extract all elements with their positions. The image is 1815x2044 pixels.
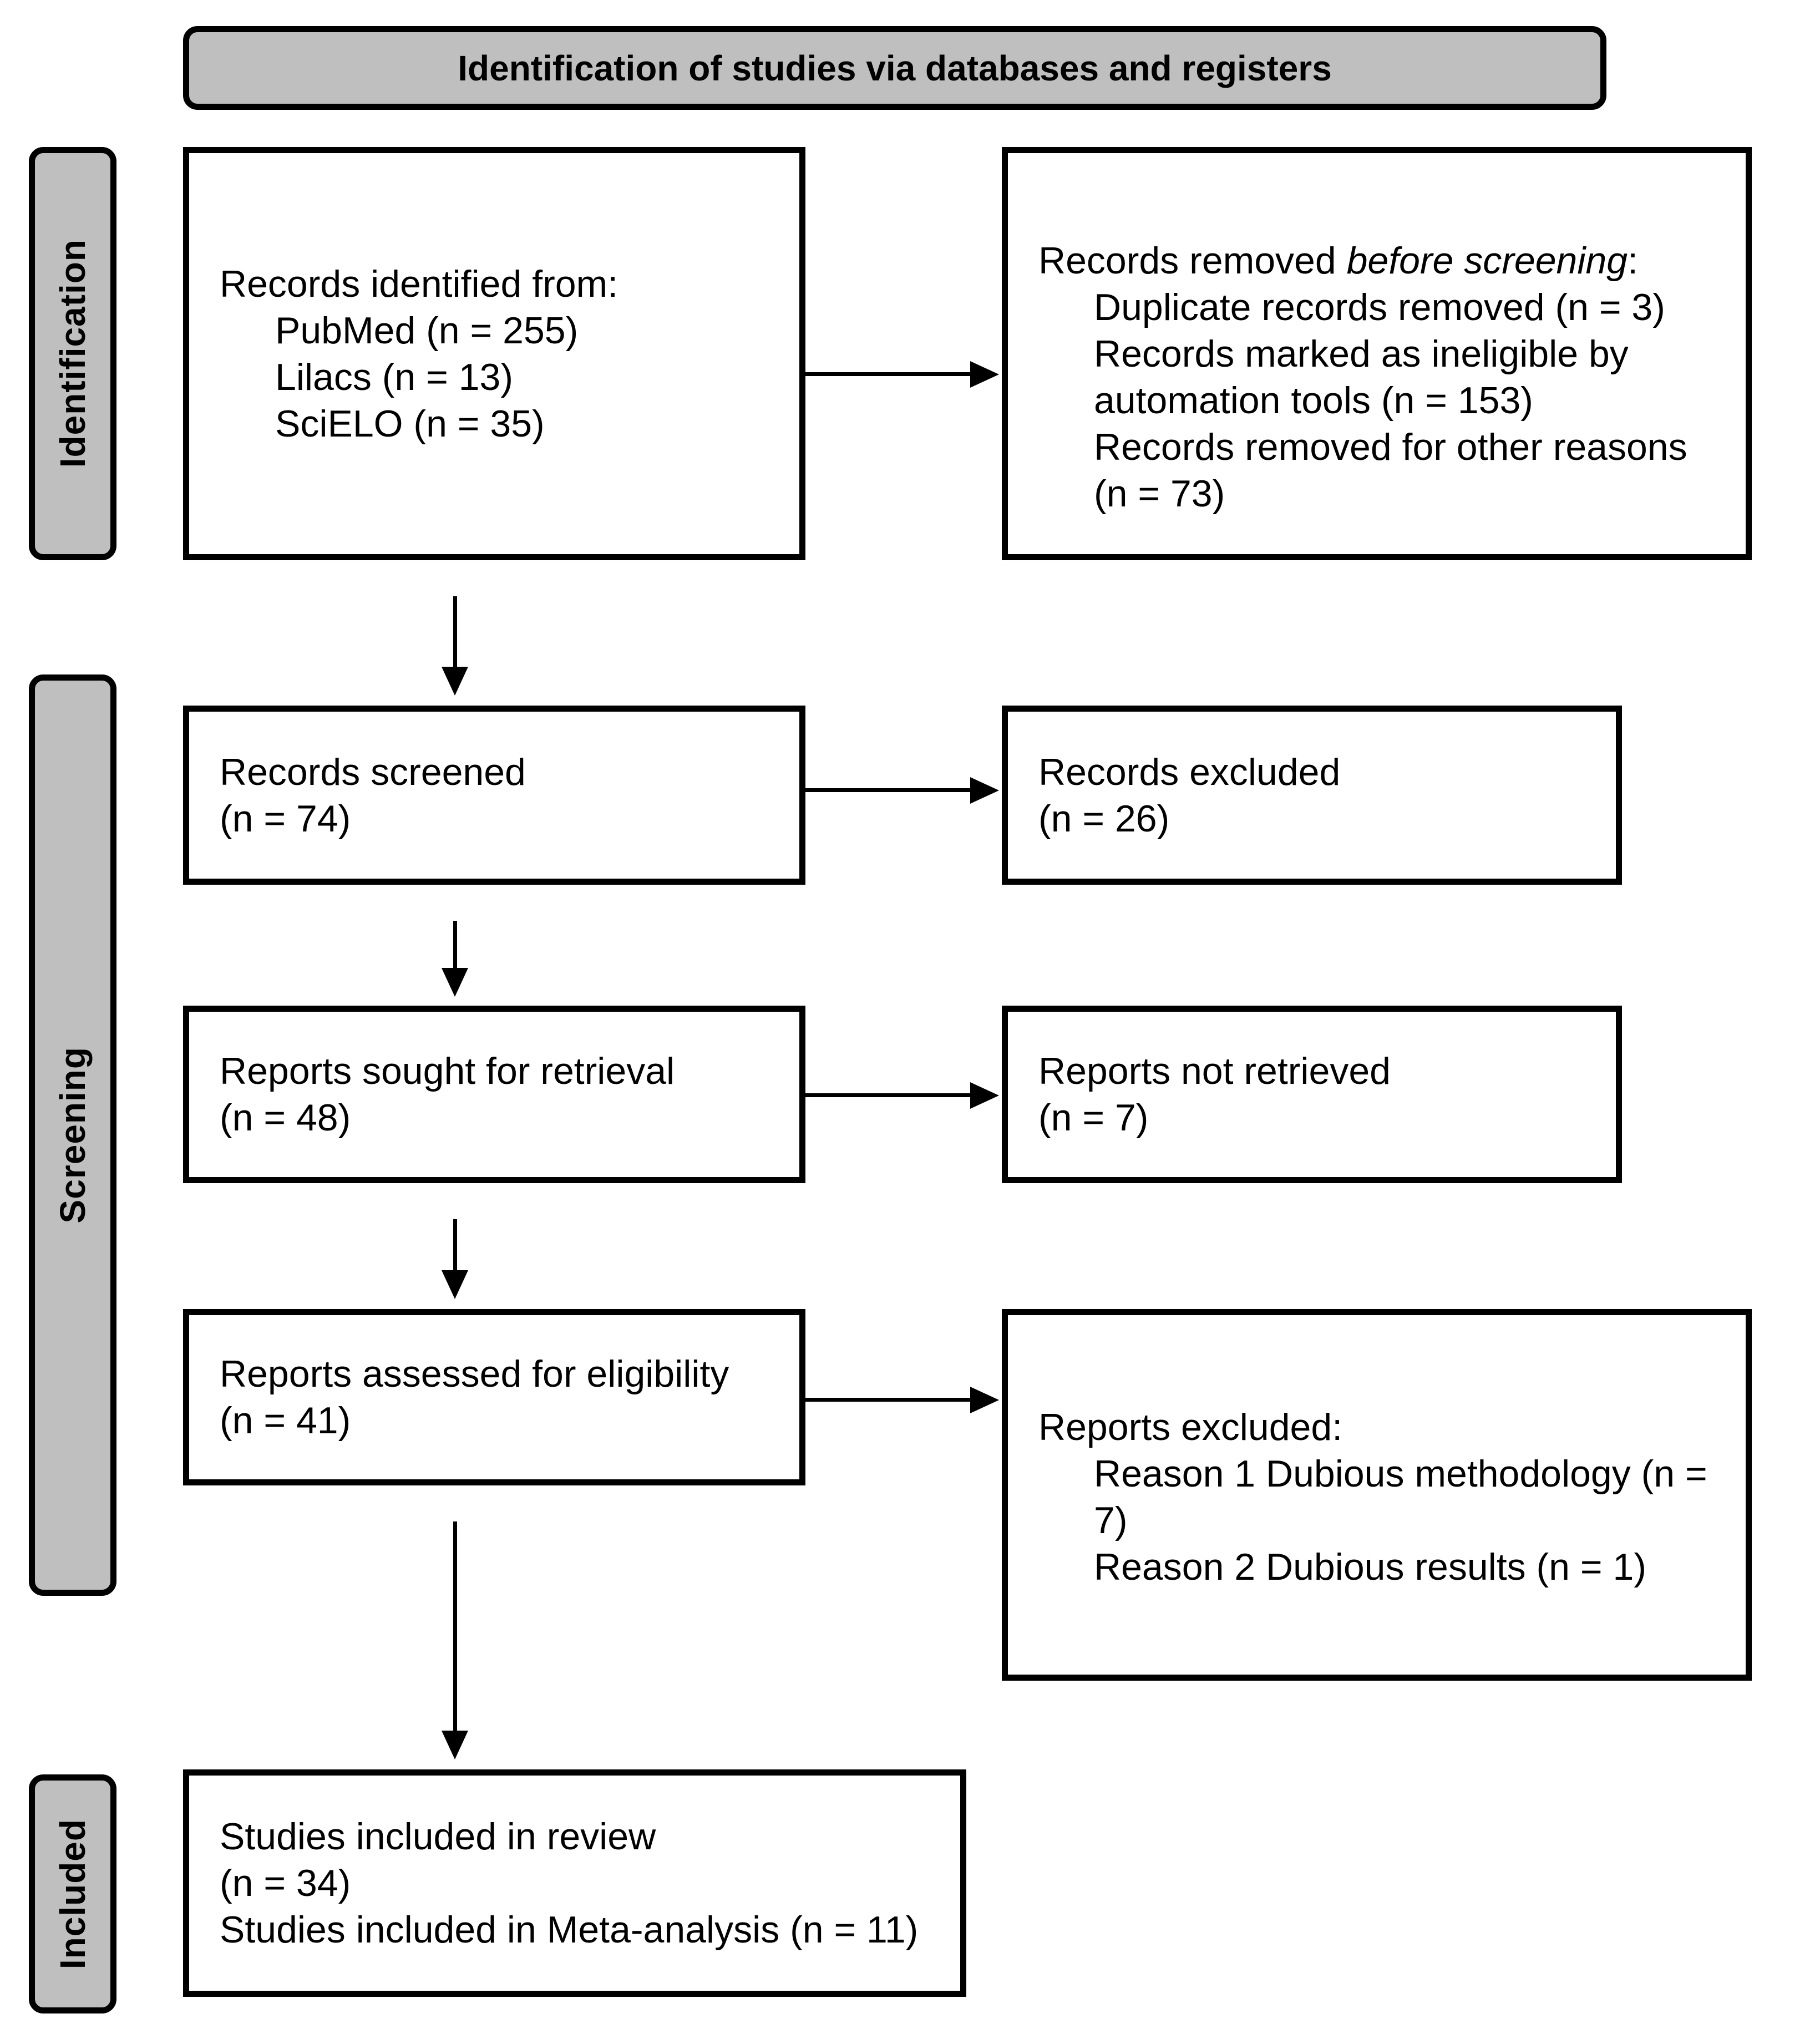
flow-box-records-excluded: Records excluded (n = 26) [1002,706,1622,885]
flow-box-reports-sought: Reports sought for retrieval (n = 48) [183,1006,805,1183]
flow-box-records-identified: Records identified from: PubMed (n = 255… [183,147,805,560]
sidebar-band-included-label: Included [53,1818,93,1970]
arrow-line [453,1521,457,1731]
sidebar-band-identification: Identification [29,147,116,560]
reports-not-retrieved-line2: (n = 7) [1038,1097,1149,1139]
records-removed-item-automation: Records marked as ineligible by automati… [1094,332,1629,422]
records-removed-item-other: Records removed for other reasons (n = 7… [1094,425,1687,515]
arrow-line [805,1398,970,1402]
records-excluded-line2: (n = 26) [1038,797,1170,840]
flow-box-records-screened: Records screened (n = 74) [183,706,805,885]
title-banner-label: Identification of studies via databases … [458,48,1332,88]
flow-box-reports-assessed: Reports assessed for eligibility (n = 41… [183,1309,805,1485]
arrow-line [805,788,970,792]
arrow-line [805,1093,970,1097]
arrow-line [805,372,970,376]
arrow-right-head-icon [970,1387,999,1413]
reports-excluded-intro: Reports excluded: [1038,1406,1343,1448]
arrow-down-head-icon [442,1731,468,1759]
reports-not-retrieved-line1: Reports not retrieved [1038,1050,1391,1092]
records-excluded-line1: Records excluded [1038,750,1341,793]
flow-box-studies-included: Studies included in review (n = 34) Stud… [183,1769,966,1997]
arrow-right-head-icon [970,361,999,388]
arrow-down-head-icon [442,968,468,997]
reports-sought-line2: (n = 48) [220,1097,351,1139]
records-removed-intro-suffix: : [1628,239,1639,282]
flow-box-records-removed: Records removed before screening: Duplic… [1002,147,1752,560]
arrow-line [453,1219,457,1270]
reports-excluded-reason1: Reason 1 Dubious methodology (n = 7) [1094,1453,1707,1541]
records-removed-intro-prefix: Records removed [1038,239,1347,282]
records-removed-intro: Records removed before screening: [1038,191,1741,284]
reports-assessed-line1: Reports assessed for eligibility [220,1353,729,1395]
sidebar-band-screening-label: Screening [53,1047,93,1224]
records-identified-item-lilacs: Lilacs (n = 13) [275,356,513,398]
flow-box-reports-not-retrieved: Reports not retrieved (n = 7) [1002,1006,1622,1183]
records-removed-item-duplicates: Duplicate records removed (n = 3) [1094,286,1665,328]
sidebar-band-screening: Screening [29,674,116,1596]
sidebar-band-included: Included [29,1774,116,2013]
studies-included-line3: Studies included in Meta-analysis (n = 1… [220,1909,919,1951]
flow-box-reports-excluded: Reports excluded: Reason 1 Dubious metho… [1002,1309,1752,1681]
arrow-right-head-icon [970,777,999,804]
records-identified-item-scielo: SciELO (n = 35) [275,402,545,445]
records-identified-item-pubmed: PubMed (n = 255) [275,309,579,352]
studies-included-line1: Studies included in review [220,1815,656,1858]
sidebar-band-identification-label: Identification [53,239,93,468]
records-screened-line1: Records screened [220,750,526,793]
records-identified-intro: Records identified from: [220,262,618,305]
reports-excluded-reason2: Reason 2 Dubious results (n = 1) [1094,1546,1646,1588]
arrow-line [453,596,457,667]
records-screened-line2: (n = 74) [220,797,351,840]
title-banner: Identification of studies via databases … [183,26,1606,110]
studies-included-line2: (n = 34) [220,1862,351,1904]
arrow-down-head-icon [442,1270,468,1299]
arrow-right-head-icon [970,1082,999,1109]
reports-sought-line1: Reports sought for retrieval [220,1050,675,1092]
arrow-line [453,921,457,968]
reports-assessed-line2: (n = 41) [220,1399,351,1442]
records-removed-intro-italic: before screening [1346,239,1628,282]
arrow-down-head-icon [442,667,468,696]
